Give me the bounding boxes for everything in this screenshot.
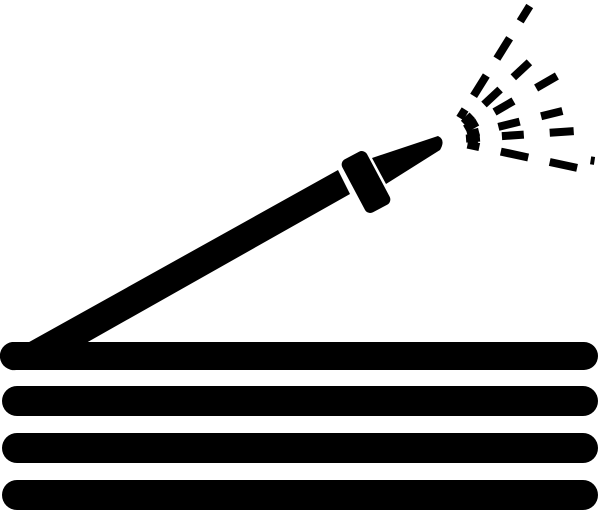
hose-diagonal — [4, 170, 350, 356]
spray-dash — [492, 97, 516, 116]
spray-dash — [470, 73, 490, 99]
spray-dash — [463, 118, 480, 133]
spray-dash — [456, 107, 469, 121]
spray-dash — [481, 86, 503, 108]
spray-dash — [493, 36, 513, 61]
hose-coil-top — [0, 342, 598, 371]
spray-dash — [501, 130, 525, 141]
spray-dash — [497, 117, 521, 131]
spray-dash — [466, 127, 480, 139]
hose-wand-icon — [4, 136, 443, 356]
spray-dash — [460, 112, 476, 127]
hose-coil-4 — [2, 480, 598, 510]
nozzle-tip — [372, 136, 443, 184]
spray-dash — [548, 158, 578, 172]
spray-dash — [499, 147, 530, 162]
coiled-hose-icon — [0, 342, 598, 510]
hose-coil-2 — [2, 386, 598, 416]
spray-dashes-icon — [456, 3, 596, 172]
spray-dash — [540, 107, 564, 121]
hose-coil-3 — [2, 433, 598, 463]
spray-dash — [466, 140, 481, 152]
spray-dash — [534, 72, 559, 92]
spray-dash — [510, 59, 533, 81]
nozzle-collar — [341, 151, 391, 213]
spray-dash — [589, 156, 596, 165]
spray-dash — [516, 3, 534, 24]
spray-dash — [549, 127, 574, 137]
